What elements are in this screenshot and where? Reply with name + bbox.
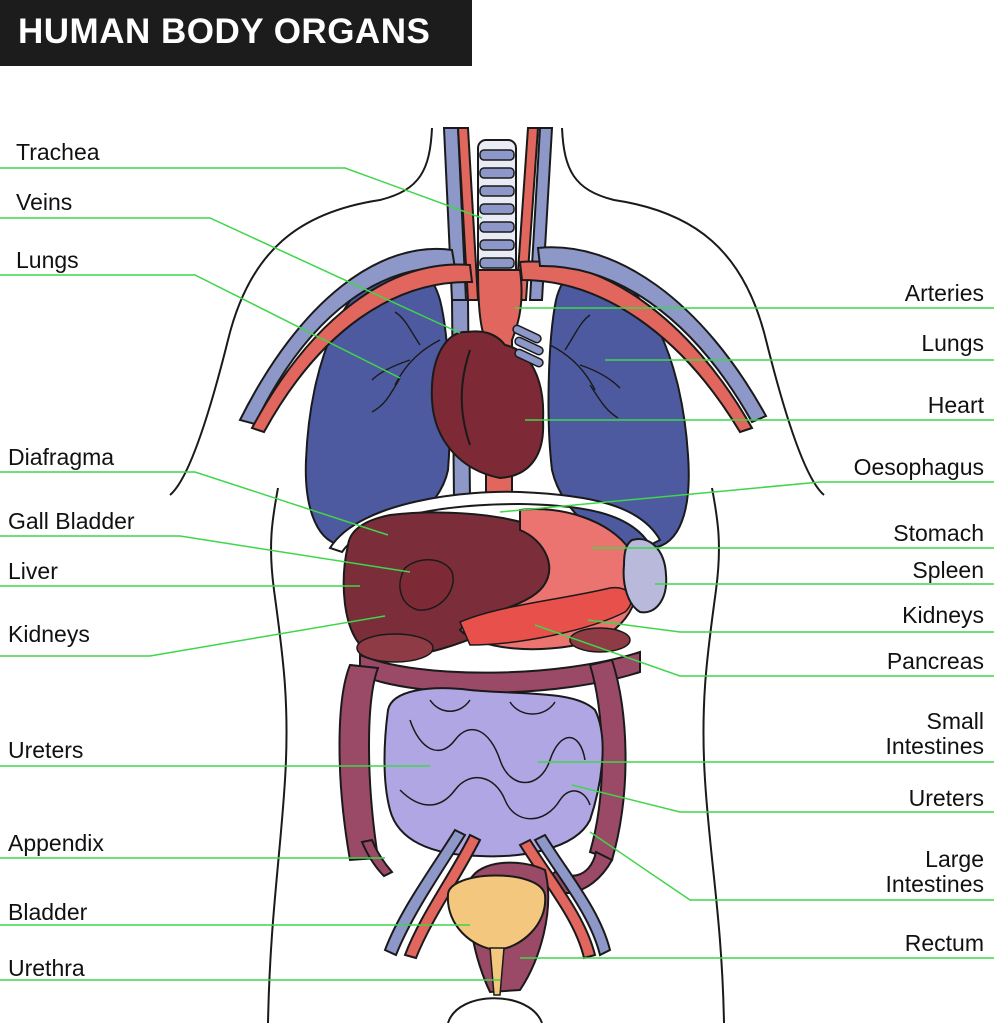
kidney-left [356, 633, 434, 663]
body-outline-right [561, 127, 825, 496]
label-urethra: Urethra [8, 955, 85, 981]
kidney-right [569, 627, 631, 653]
leader-line-oesophagus [499, 481, 994, 513]
small-intestine [383, 687, 604, 858]
torso-right-side [702, 487, 725, 1023]
leader-line-trachea [0, 167, 483, 219]
leader-line-gall-bladder [0, 535, 411, 573]
leader-line-lungs-left [0, 274, 401, 379]
leader-line-pancreas [534, 624, 994, 677]
heart [430, 324, 545, 480]
leader-line-large-intestines [589, 831, 994, 901]
leader-lines [0, 167, 994, 981]
heart-coronary-rings [512, 324, 544, 368]
kidneys [356, 627, 631, 663]
gall-bladder-shape [399, 559, 454, 611]
label-kidneys-left: Kidneys [8, 621, 90, 647]
artery-arm-left [250, 263, 474, 434]
label-gall-bladder: Gall Bladder [8, 508, 135, 534]
lungs [304, 262, 690, 550]
iliac-vein-left [383, 828, 467, 957]
torso-left-side [267, 487, 288, 1023]
leader-line-kidneys-right [587, 619, 994, 633]
vein-arm-right [536, 246, 768, 424]
label-ureters-right: Ureters [908, 785, 984, 811]
label-pancreas: Pancreas [886, 648, 984, 674]
label-oesophagus: Oesophagus [853, 454, 984, 480]
leader-line-kidneys-left [0, 615, 386, 657]
label-lungs-left: Lungs [16, 247, 79, 273]
small-intestine-mass [383, 687, 604, 858]
label-kidneys-right: Kidneys [902, 602, 984, 628]
label-liver: Liver [8, 558, 58, 584]
artery-neck-right [514, 127, 540, 301]
body-outline [169, 127, 825, 1023]
label-heart: Heart [927, 392, 984, 418]
label-arteries: Arteries [904, 280, 984, 306]
bladder-shape [446, 874, 547, 952]
trachea-rings [479, 149, 515, 269]
bronchi-left [371, 311, 441, 413]
leader-line-ureters-right [571, 784, 994, 813]
body-outline-left [169, 127, 433, 496]
vein-neck-right [528, 127, 554, 301]
label-large-intestines: Large Intestines [886, 847, 984, 897]
small-intestine-folds [399, 699, 591, 820]
label-spleen: Spleen [912, 557, 984, 583]
leader-line-diafragma [0, 471, 389, 536]
spleen-shape [622, 538, 668, 614]
trachea [477, 139, 517, 291]
bronchi-right [549, 314, 621, 419]
label-diafragma: Diafragma [8, 444, 115, 470]
label-small-intestines: Small Intestines [886, 709, 984, 759]
label-bladder: Bladder [8, 899, 88, 925]
label-appendix: Appendix [8, 830, 104, 856]
label-small-intestines-line-1: Small [926, 708, 984, 734]
heart-shape [430, 330, 545, 480]
label-stomach: Stomach [893, 520, 984, 546]
arm-vessels [238, 246, 768, 434]
label-trachea: Trachea [16, 139, 100, 165]
large-intestine [338, 650, 641, 894]
ascending-colon [338, 663, 380, 862]
label-lungs-right: Lungs [921, 330, 984, 356]
pelvis-arc [447, 997, 543, 1023]
heart-chamber-line [460, 349, 471, 446]
label-large-intestines-line-2: Intestines [885, 871, 984, 897]
page-title: HUMAN BODY ORGANS [18, 12, 431, 51]
label-rectum: Rectum [904, 930, 984, 956]
iliac-artery-left [403, 833, 482, 960]
iliac-vein-right [533, 833, 612, 957]
title-banner: HUMAN BODY ORGANS [0, 0, 472, 66]
label-veins: Veins [16, 189, 73, 215]
label-ureters-left: Ureters [8, 737, 84, 763]
label-small-intestines-line-2: Intestines [885, 733, 984, 759]
label-large-intestines-line-1: Large [925, 846, 984, 872]
leader-line-veins [0, 217, 461, 334]
